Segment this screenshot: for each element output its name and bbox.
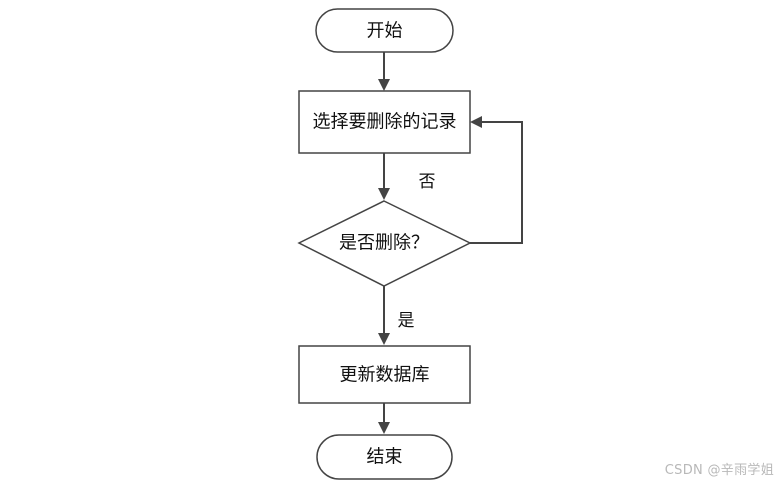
select-record-node-label: 选择要删除的记录 (313, 112, 457, 133)
edge-label-no: 否 (419, 172, 436, 192)
select-record-node: 选择要删除的记录 (298, 90, 471, 154)
update-db-node-label: 更新数据库 (340, 365, 430, 386)
edge-decision-no-loop (470, 116, 523, 244)
update-db-node: 更新数据库 (298, 345, 471, 404)
start-node: 开始 (315, 8, 454, 53)
edge-label-yes: 是 (398, 311, 415, 331)
end-node-shape (316, 434, 453, 480)
confirm-delete-node: 是否删除？ (297, 200, 472, 287)
select-record-node-shape (298, 90, 471, 154)
start-node-label: 开始 (367, 21, 403, 42)
end-node-label: 结束 (367, 447, 403, 468)
end-node: 结束 (316, 434, 453, 480)
csdn-watermark: CSDN @辛雨学姐 (664, 463, 774, 478)
confirm-delete-node-label: 是否删除？ (339, 233, 429, 254)
